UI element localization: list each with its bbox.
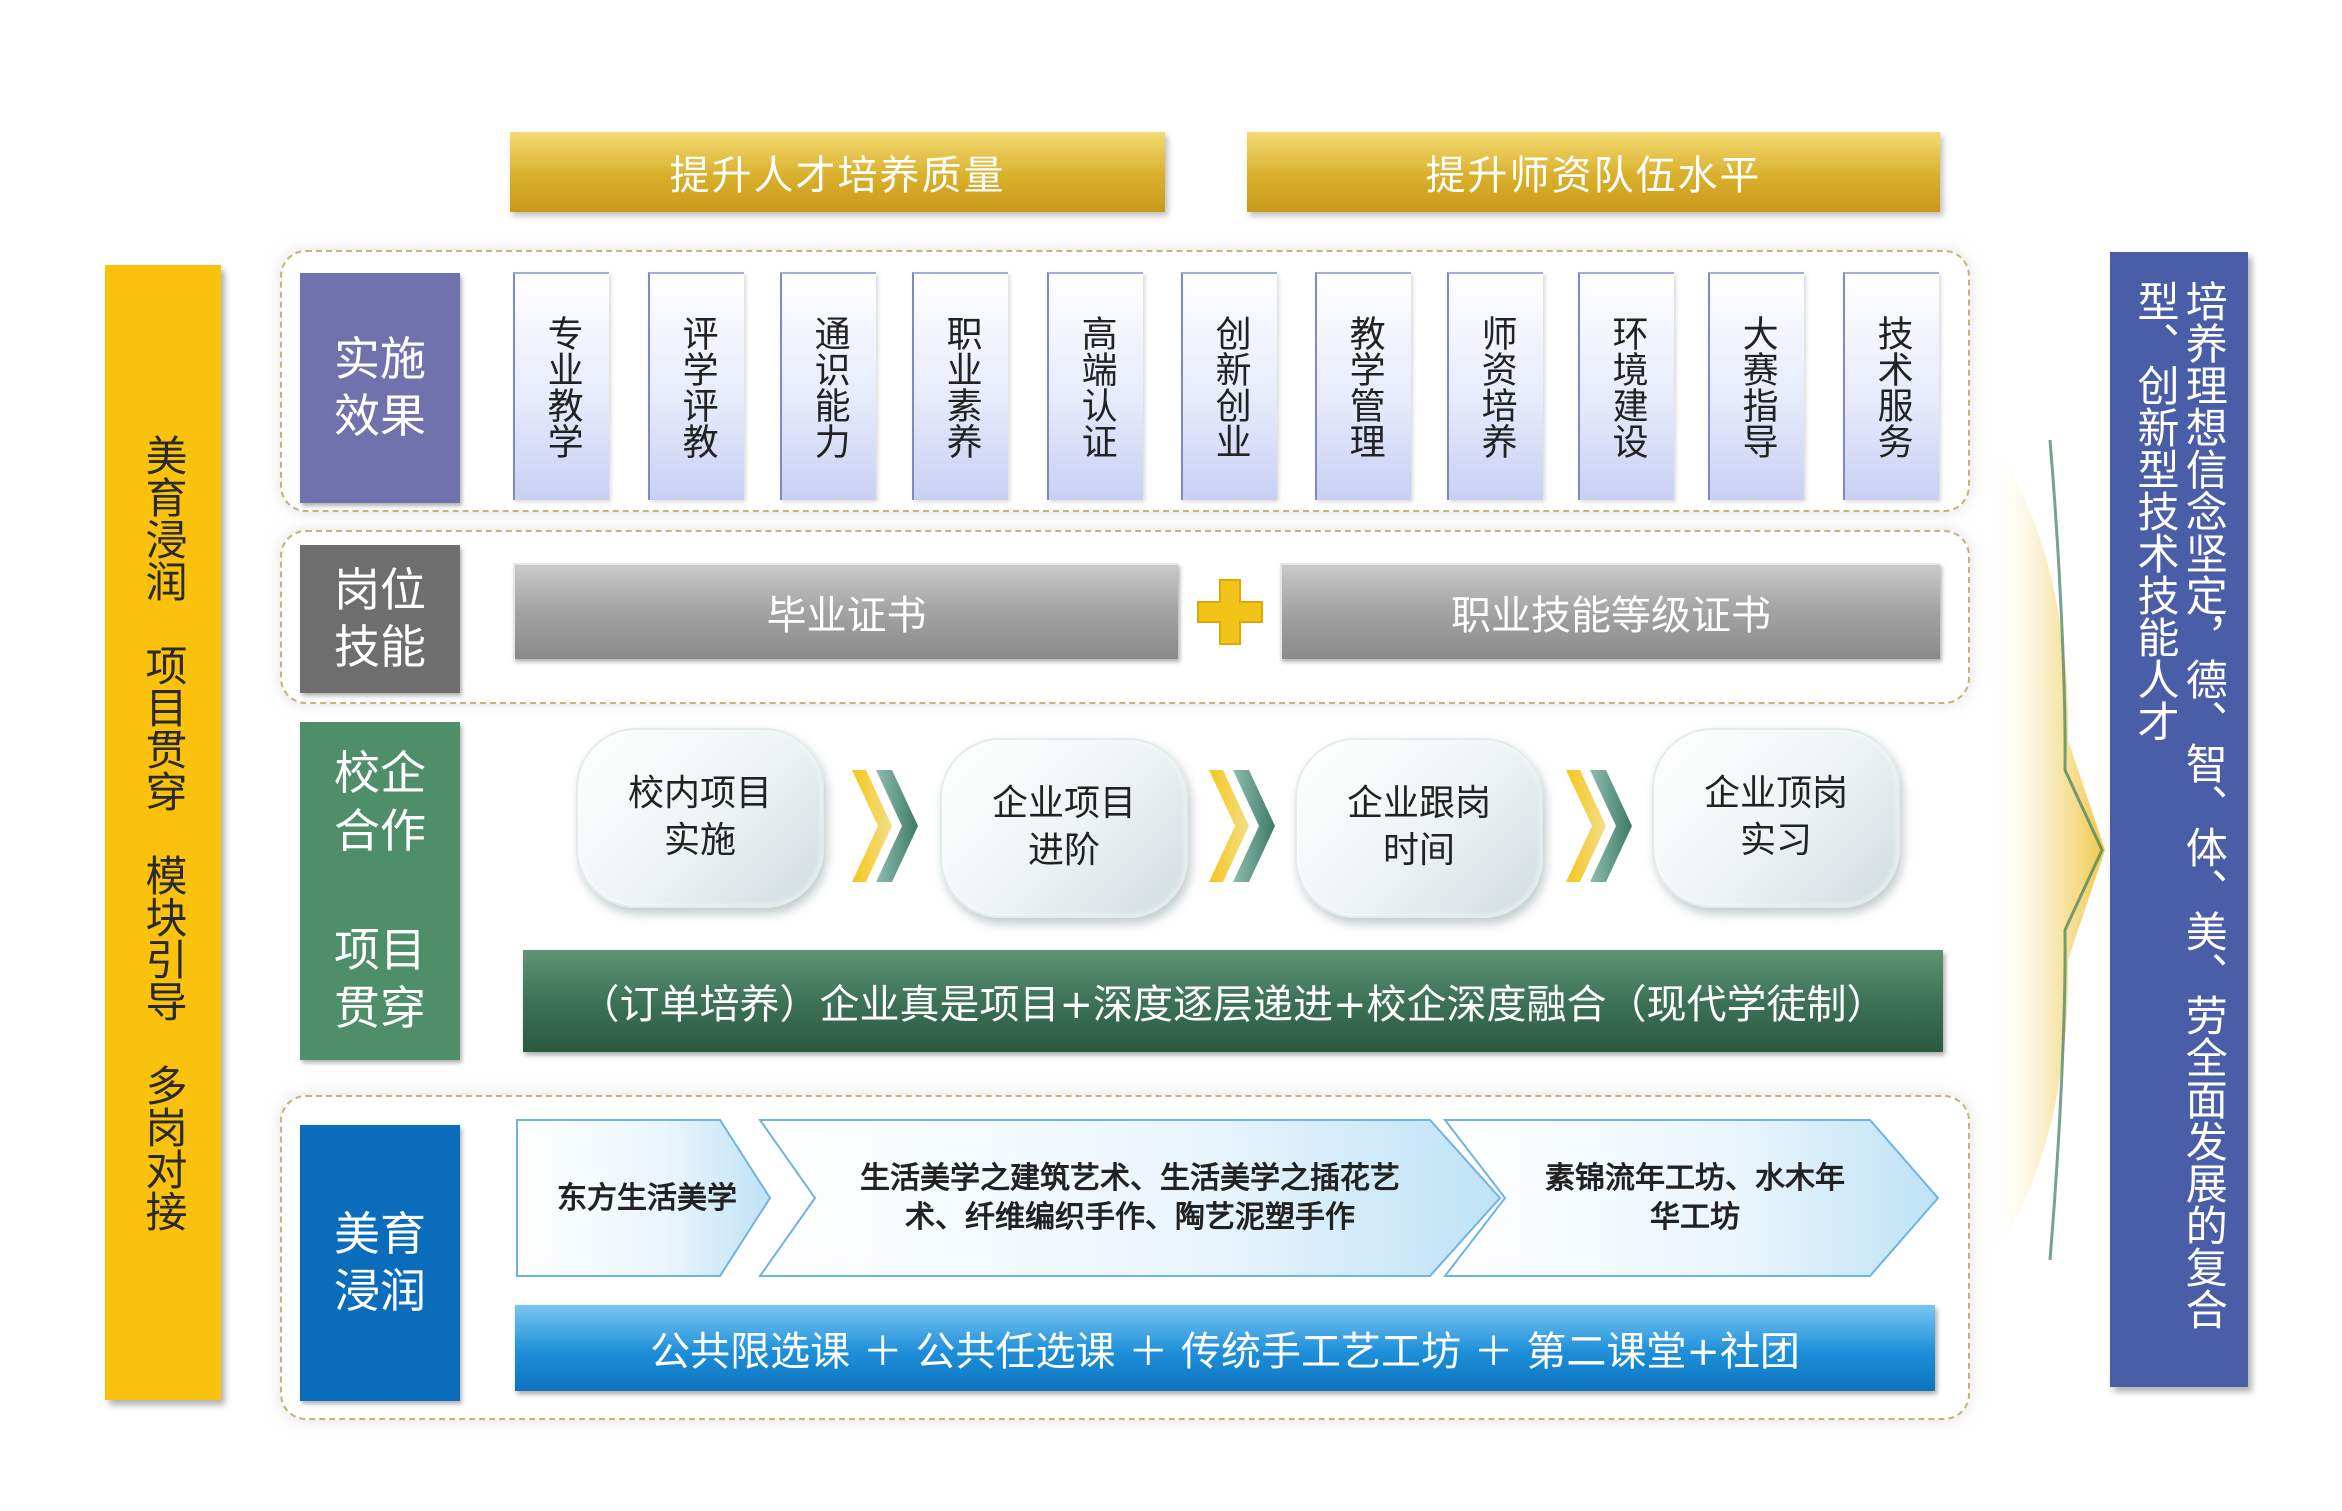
label-effects-text: 实施效果 xyxy=(334,331,426,444)
aesthetic-step-label: 东方生活美学 xyxy=(557,1180,737,1216)
label-cooperation: 校企合作 项目贯穿 xyxy=(300,722,460,1060)
effect-item: 教学管理 xyxy=(1315,272,1411,500)
chevron-right-icon xyxy=(1209,770,1275,882)
effect-item: 专业教学 xyxy=(513,272,609,500)
convergence-arrow xyxy=(1990,440,2105,1260)
plus-icon xyxy=(1197,579,1263,645)
chevron-right-icon xyxy=(852,770,918,882)
effect-item: 高端认证 xyxy=(1047,272,1143,500)
cert-graduation: 毕业证书 xyxy=(513,563,1178,659)
stage-card: 校内项目实施 xyxy=(576,728,824,908)
left-phrase-3: 模块引导 xyxy=(139,853,189,1022)
stage-card-text: 企业顶岗实习 xyxy=(1703,773,1848,861)
aesthetic-step-label: 生活美学之建筑艺术、生活美学之插花艺术、纤维编织手作、陶艺泥塑手作 xyxy=(860,1161,1400,1235)
chevron-right-icon xyxy=(1566,770,1632,882)
effect-item: 技术服务 xyxy=(1843,272,1939,500)
left-phrase-2: 项目贯穿 xyxy=(139,643,189,812)
aes-arrow-3 xyxy=(1442,1119,1940,1277)
left-phrase-4: 多岗对接 xyxy=(139,1063,189,1232)
cooperation-mode-bar: （订单培养）企业真是项目+深度逐层递进+校企深度融合（现代学徒制） xyxy=(523,950,1943,1052)
effect-item: 环境建设 xyxy=(1578,272,1674,500)
aesthetic-step-text: 东方生活美学 xyxy=(527,1118,767,1278)
aesthetic-steps-arrows xyxy=(516,1119,1940,1277)
aes-arrow-1 xyxy=(516,1119,772,1277)
label-cooperation-bottom: 项目贯穿 xyxy=(334,923,426,1035)
label-aesthetic-text: 美育浸润 xyxy=(334,1206,426,1319)
label-skills-text: 岗位技能 xyxy=(334,562,426,675)
aes-arrow-2 xyxy=(758,1119,1502,1277)
aesthetic-step-text: 生活美学之建筑艺术、生活美学之插花艺术、纤维编织手作、陶艺泥塑手作 xyxy=(860,1118,1400,1278)
label-effects: 实施效果 xyxy=(300,273,460,503)
banner-faculty-level: 提升师资队伍水平 xyxy=(1247,132,1940,212)
effect-item: 通识能力 xyxy=(780,272,876,500)
effect-item: 师资培养 xyxy=(1447,272,1543,500)
label-skills: 岗位技能 xyxy=(300,545,460,693)
left-principle-column: 美育浸润 项目贯穿 模块引导 多岗对接 xyxy=(105,265,221,1400)
aesthetic-step-text: 素锦流年工坊、水木年华工坊 xyxy=(1545,1118,1845,1278)
stage-card-text: 校内项目实施 xyxy=(627,773,772,861)
aesthetic-step-label: 素锦流年工坊、水木年华工坊 xyxy=(1545,1161,1845,1235)
stage-card: 企业顶岗实习 xyxy=(1652,728,1900,908)
banner-talent-quality: 提升人才培养质量 xyxy=(510,132,1165,212)
stage-card: 企业项目进阶 xyxy=(940,738,1188,918)
effect-item: 职业素养 xyxy=(912,272,1008,500)
stage-card-text: 企业项目进阶 xyxy=(991,783,1136,871)
stage-card-text: 企业跟岗时间 xyxy=(1346,783,1491,871)
effect-item: 评学评教 xyxy=(648,272,744,500)
left-phrase-1: 美育浸润 xyxy=(139,433,189,602)
goal-text: 培养理想信念坚定，德、智、体、美、劳全面发展的复合型、创新型技术技能人才 xyxy=(2131,279,2229,1330)
cert-vocational-skill: 职业技能等级证书 xyxy=(1280,563,1940,659)
label-aesthetic: 美育浸润 xyxy=(300,1125,460,1401)
course-mode-bar: 公共限选课 ＋ 公共任选课 ＋ 传统手工艺工坊 ＋ 第二课堂+社团 xyxy=(515,1305,1935,1391)
goal-column: 培养理想信念坚定，德、智、体、美、劳全面发展的复合型、创新型技术技能人才 xyxy=(2110,252,2248,1387)
effect-item: 创新创业 xyxy=(1181,272,1277,500)
effect-item: 大赛指导 xyxy=(1708,272,1804,500)
stage-card: 企业跟岗时间 xyxy=(1295,738,1543,918)
label-cooperation-top: 校企合作 xyxy=(334,746,426,858)
